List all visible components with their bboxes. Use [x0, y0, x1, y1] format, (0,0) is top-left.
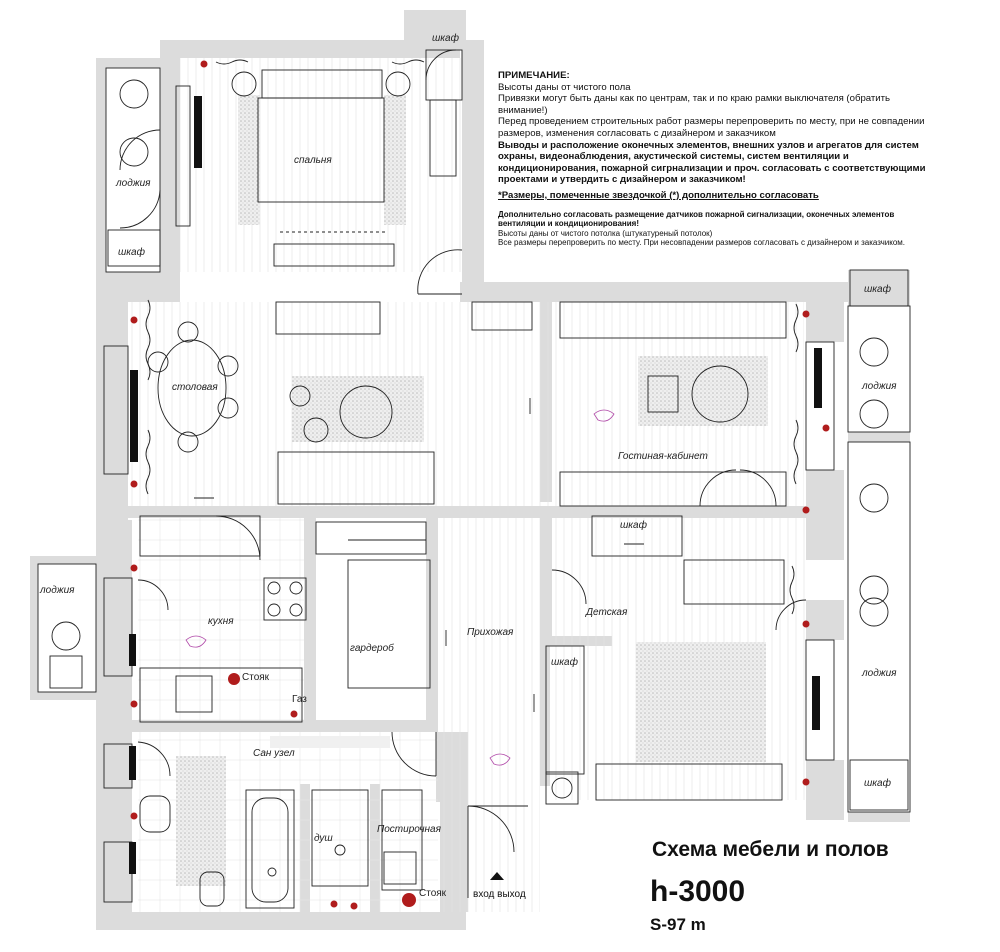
label-wardrobe-right-bottom: шкаф [864, 778, 891, 789]
label-gas: Газ [292, 694, 307, 705]
label-loggia-top-left: лоджия [116, 178, 151, 189]
label-living-office: Гостиная-кабинет [618, 451, 708, 462]
label-riser-bath: Стояк [419, 888, 447, 899]
label-bedroom: спальня [294, 155, 332, 166]
entry-arrow-icon [490, 872, 504, 880]
label-loggia-left: лоджия [40, 585, 75, 596]
note-line: Высоты даны от чистого потолка (штукатур… [498, 228, 713, 238]
label-hallway: Прихожая [467, 627, 514, 638]
label-kids: Детская [586, 607, 628, 618]
walls [30, 10, 910, 930]
label-dressing: гардероб [350, 643, 394, 654]
notes-heading: ПРИМЕЧАНИЕ: [498, 70, 570, 81]
arrows [194, 398, 644, 712]
label-wardrobe-kids: шкаф [551, 657, 578, 668]
notes-block: ПРИМЕЧАНИЕ: Высоты даны от чистого пола … [498, 70, 938, 248]
label-loggia-right-top: лоджия [862, 381, 897, 392]
note-line: Привязки могут быть даны как по центрам,… [498, 93, 891, 116]
note-line: *Размеры, помеченные звездочкой (*) допо… [498, 189, 819, 201]
page-title: Схема мебели и полов [652, 838, 889, 861]
rugs [176, 95, 768, 886]
radiators [129, 96, 822, 874]
curtains [145, 59, 799, 615]
label-wardrobe-top: шкаф [432, 33, 459, 44]
note-line: Высоты даны от чистого пола [498, 81, 631, 93]
people-figures [185, 409, 615, 766]
note-line: Перед проведением строительных работ раз… [498, 116, 925, 139]
total-area: S-97 m [650, 915, 706, 934]
risers [130, 60, 830, 910]
label-loggia-right-bottom: лоджия [862, 668, 897, 679]
label-wardrobe-mid: шкаф [620, 520, 647, 531]
label-dining: столовая [172, 382, 218, 393]
entry-label: вход выход [473, 889, 526, 900]
label-bathroom: Сан узел [253, 748, 295, 759]
note-line: Выводы и расположение оконечных элементо… [498, 139, 926, 186]
note-line: Дополнительно согласовать размещение дат… [498, 209, 895, 229]
label-wardrobe-right-top: шкаф [864, 284, 891, 295]
note-line: Все размеры перепроверить по месту. При … [498, 238, 906, 248]
label-kitchen: кухня [208, 616, 234, 627]
label-wardrobe-top-left: шкаф [118, 247, 145, 258]
label-shower: душ [314, 833, 333, 844]
outlines [37, 49, 911, 909]
label-riser-kitchen: Стояк [242, 672, 270, 683]
label-laundry: Постирочная [377, 824, 441, 835]
ceiling-height: h-3000 [650, 875, 746, 908]
